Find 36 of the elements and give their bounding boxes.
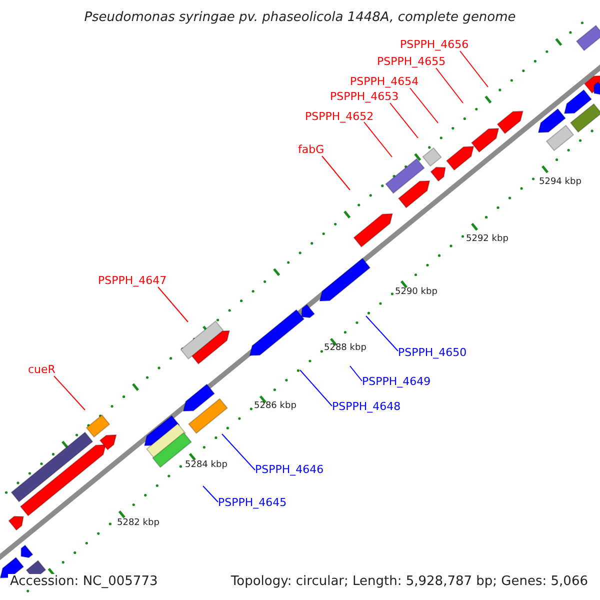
- gene-label: PSPPH_4647: [98, 275, 167, 287]
- scale-label: 5286 kbp: [254, 401, 296, 411]
- scale-label: 5284 kbp: [185, 460, 228, 470]
- gene-label: PSPPH_4653: [330, 91, 399, 103]
- leader-line: [158, 286, 188, 322]
- gene-label: PSPPH_4649: [362, 376, 431, 388]
- gene-label: PSPPH_4655: [377, 56, 446, 68]
- gene-label: PSPPH_4648: [332, 401, 401, 413]
- leader-line: [54, 376, 86, 410]
- leader-line: [390, 102, 418, 138]
- accession-text: Accession: NC_005773: [8, 574, 160, 589]
- leader-line: [436, 68, 464, 104]
- gene-label: PSPPH_4650: [398, 347, 467, 359]
- gene-label: PSPPH_4656: [400, 39, 469, 51]
- scale-label: 5292 kbp: [466, 234, 508, 244]
- scale-label: 5282 kbp: [117, 518, 160, 528]
- leader-line: [222, 434, 256, 470]
- leader-line: [364, 122, 392, 158]
- gene-label: PSPPH_4646: [255, 464, 324, 476]
- leader-line: [366, 316, 398, 352]
- title: Pseudomonas syringae pv. phaseolicola 1448A, complete genome: [84, 10, 516, 25]
- leader-line: [300, 370, 332, 406]
- gene-label: PSPPH_4654: [350, 76, 419, 88]
- genome-info-text: Topology: circular; Length: 5,928,787 bp; Genes: 5,066: [228, 574, 590, 589]
- leader-line: [350, 366, 362, 382]
- scale-label: 5288 kbp: [324, 343, 366, 353]
- gene-label: fabG: [298, 144, 324, 156]
- gene-label: cueR: [28, 364, 56, 376]
- gene-label: PSPPH_4645: [218, 497, 287, 509]
- gene-label: PSPPH_4652: [305, 111, 374, 123]
- scale-label: 5290 kbp: [395, 287, 438, 297]
- leader-line: [410, 88, 438, 124]
- leader-line: [202, 486, 218, 502]
- leader-line: [322, 156, 350, 190]
- leader-line: [460, 50, 488, 88]
- scale-label: 5294 kbp: [539, 177, 582, 187]
